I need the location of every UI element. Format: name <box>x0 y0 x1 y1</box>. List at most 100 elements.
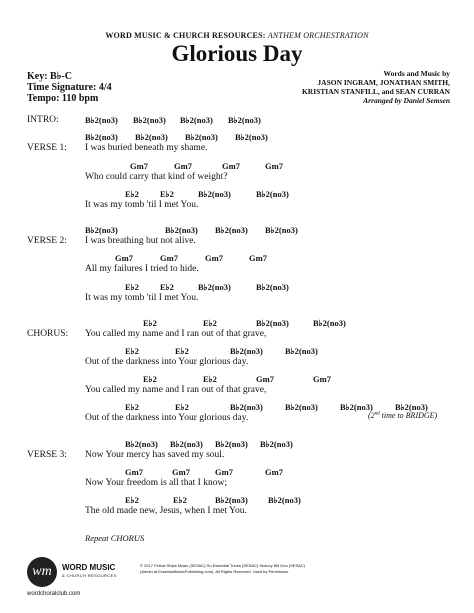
time-signature: Time Signature: 4/4 <box>27 82 112 93</box>
chord-eb2: E♭2 <box>125 282 139 292</box>
credits-label: Words and Music by <box>383 69 450 78</box>
chord-bb2no3: B♭2(no3) <box>260 439 293 449</box>
chord-bb2no3: B♭2(no3) <box>215 225 248 235</box>
publisher-header: WORD MUSIC & CHURCH RESOURCES: ANTHEM OR… <box>0 31 474 40</box>
chord-gm7: Gm7 <box>115 253 133 263</box>
chord-bb2no3: B♭2(no3) <box>230 402 263 412</box>
section-label-verse1: VERSE 1: <box>27 143 67 153</box>
chord-bb2no3: B♭2(no3) <box>215 495 248 505</box>
logo-name: WORD MUSIC <box>62 563 116 572</box>
chord-eb2: E♭2 <box>143 374 157 384</box>
chord-gm7: Gm7 <box>160 253 178 263</box>
chord-eb2: E♭2 <box>125 189 139 199</box>
lyric-line: The old made new, Jesus, when I met You. <box>85 506 247 516</box>
chord-eb2: E♭2 <box>125 495 139 505</box>
copyright-line-2: (Admin at EssentialMusicPublishing.com).… <box>140 569 290 574</box>
chord-bb2no3: B♭2(no3) <box>165 225 198 235</box>
lyric-line: It was my tomb 'til I met You. <box>85 293 199 303</box>
chord-gm7: Gm7 <box>313 374 331 384</box>
chord-eb2: E♭2 <box>175 402 189 412</box>
chord-eb2: E♭2 <box>143 318 157 328</box>
lyric-line: It was my tomb 'til I met You. <box>85 200 199 210</box>
series-name: ANTHEM ORCHESTRATION <box>267 31 369 40</box>
lyric-line: I was breathing but not alive. <box>85 236 196 246</box>
chord-bb2no3: B♭2(no3) <box>185 132 218 142</box>
section-label-intro: INTRO: <box>27 115 59 125</box>
chord-bb2no3: B♭2(no3) <box>256 282 289 292</box>
chord-bb2no3: B♭2(no3) <box>228 115 261 125</box>
song-key: Key: B♭-C <box>27 71 72 82</box>
bridge-note-pre: (2 <box>368 411 375 420</box>
chord-bb2no3: B♭2(no3) <box>170 439 203 449</box>
lyric-line: You called my name and I ran out of that… <box>85 385 267 395</box>
chord-bb2no3: B♭2(no3) <box>198 282 231 292</box>
bridge-note: (2nd time to BRIDGE) <box>368 411 437 420</box>
section-label-verse2: VERSE 2: <box>27 236 67 246</box>
chord-gm7: Gm7 <box>222 161 240 171</box>
song-title: Glorious Day <box>171 41 303 66</box>
chord-eb2: E♭2 <box>173 495 187 505</box>
credits-block: Words and Music by JASON INGRAM, JONATHA… <box>302 69 450 105</box>
chord-gm7: Gm7 <box>205 253 223 263</box>
tempo: Tempo: 110 bpm <box>27 93 99 104</box>
chord-gm7: Gm7 <box>265 467 283 477</box>
chord-bb2no3: B♭2(no3) <box>395 402 428 412</box>
chord-gm7: Gm7 <box>215 467 233 477</box>
chord-eb2: E♭2 <box>125 402 139 412</box>
chord-bb2no3: B♭2(no3) <box>133 115 166 125</box>
section-label-verse3: VERSE 3: <box>27 450 67 460</box>
lyric-line: All my failures I tried to hide. <box>85 264 199 274</box>
credits-writers-2: KRISTIAN STANFILL, and SEAN CURRAN <box>301 87 450 96</box>
chord-bb2no3: B♭2(no3) <box>215 439 248 449</box>
logo-subtitle: & CHURCH RESOURCES <box>62 573 117 578</box>
chord-bb2no3: B♭2(no3) <box>85 225 118 235</box>
lyric-line: Who could carry that kind of weight? <box>85 172 228 182</box>
chord-bb2no3: B♭2(no3) <box>85 115 118 125</box>
chord-bb2no3: B♭2(no3) <box>285 346 318 356</box>
chord-gm7: Gm7 <box>125 467 143 477</box>
lyric-line: I was buried beneath my shame. <box>85 143 208 153</box>
section-label-chorus: CHORUS: <box>27 329 69 339</box>
lyric-line: You called my name and I ran out of that… <box>85 329 267 339</box>
chord-bb2no3: B♭2(no3) <box>235 132 268 142</box>
lyric-line: Out of the darkness into Your glorious d… <box>85 357 249 367</box>
footer-url: wordchoralclub.com <box>27 591 81 597</box>
word-music-logo-icon: wm <box>27 557 57 587</box>
lyric-line: Now Your freedom is all that I know; <box>85 478 227 488</box>
bridge-note-post: time to BRIDGE) <box>379 411 438 420</box>
chord-bb2no3: B♭2(no3) <box>230 346 263 356</box>
chord-gm7: Gm7 <box>249 253 267 263</box>
credits-writers-1: JASON INGRAM, JONATHAN SMITH, <box>317 78 450 87</box>
chord-bb2no3: B♭2(no3) <box>285 402 318 412</box>
bridge-note-sup: nd <box>374 411 380 417</box>
lyric-line: Now Your mercy has saved my soul. <box>85 450 225 460</box>
chord-eb2: E♭2 <box>160 189 174 199</box>
chord-bb2no3: B♭2(no3) <box>180 115 213 125</box>
chord-eb2: E♭2 <box>175 346 189 356</box>
chord-gm7: Gm7 <box>174 161 192 171</box>
chord-bb2no3: B♭2(no3) <box>256 318 289 328</box>
chord-bb2no3: B♭2(no3) <box>198 189 231 199</box>
chord-bb2no3: B♭2(no3) <box>256 189 289 199</box>
chord-bb2no3: B♭2(no3) <box>340 402 373 412</box>
chord-gm7: Gm7 <box>130 161 148 171</box>
chord-bb2no3: B♭2(no3) <box>313 318 346 328</box>
lyric-line: Out of the darkness into Your glorious d… <box>85 413 249 423</box>
chord-bb2no3: B♭2(no3) <box>268 495 301 505</box>
chord-bb2no3: B♭2(no3) <box>125 439 158 449</box>
chord-eb2: E♭2 <box>160 282 174 292</box>
chord-eb2: E♭2 <box>125 346 139 356</box>
chord-eb2: E♭2 <box>203 318 217 328</box>
chord-bb2no3: B♭2(no3) <box>85 132 118 142</box>
chord-bb2no3: B♭2(no3) <box>265 225 298 235</box>
chord-gm7: Gm7 <box>172 467 190 477</box>
chord-gm7: Gm7 <box>256 374 274 384</box>
chord-eb2: E♭2 <box>203 374 217 384</box>
publisher-name: WORD MUSIC & CHURCH RESOURCES: <box>105 31 266 40</box>
copyright-line-1: © 2017 Fellow Ships Music (SESAC) So Ess… <box>140 563 306 568</box>
repeat-instruction: Repeat CHORUS <box>85 533 145 543</box>
chord-gm7: Gm7 <box>265 161 283 171</box>
arranger: Arranged by Daniel Semsen <box>363 96 450 105</box>
chord-bb2no3: B♭2(no3) <box>135 132 168 142</box>
